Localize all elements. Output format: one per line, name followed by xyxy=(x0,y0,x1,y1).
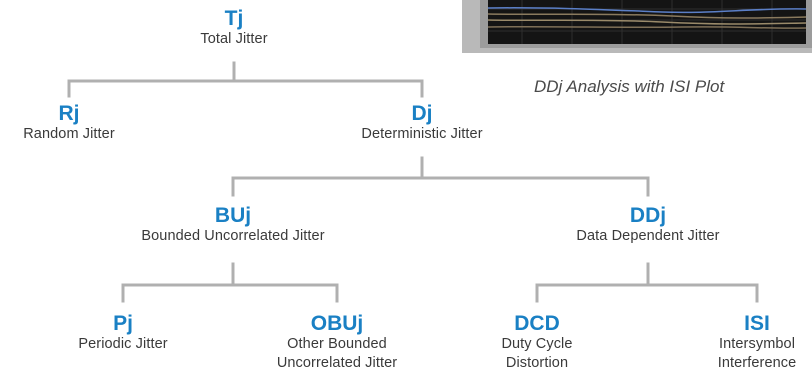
node-desc: Other Bounded Uncorrelated Jitter xyxy=(276,336,398,371)
node-desc: Deterministic Jitter xyxy=(361,126,483,142)
node-desc: Random Jitter xyxy=(23,126,115,142)
node-abbr: Dj xyxy=(411,102,433,125)
node-data-dependent-jitter: DDj Data Dependent Jitter xyxy=(576,205,719,246)
node-other-bounded-uncorrelated-jitter: OBUj Other Bounded Uncorrelated Jitter xyxy=(277,313,397,373)
node-duty-cycle-distortion: DCD Duty Cycle Distortion xyxy=(501,313,572,373)
node-desc: Intersymbol Interference xyxy=(717,336,797,371)
node-abbr: DDj xyxy=(629,204,667,227)
node-desc: Total Jitter xyxy=(200,31,268,47)
node-abbr: BUj xyxy=(214,204,252,227)
node-intersymbol-interference: ISI Intersymbol Interference xyxy=(718,313,797,373)
node-periodic-jitter: Pj Periodic Jitter xyxy=(78,313,167,354)
node-abbr: Pj xyxy=(113,312,133,335)
node-abbr: OBUj xyxy=(310,312,364,335)
node-desc: Data Dependent Jitter xyxy=(576,228,720,244)
node-desc: Bounded Uncorrelated Jitter xyxy=(141,228,325,244)
node-abbr: Rj xyxy=(58,102,80,125)
node-total-jitter: Tj Total Jitter xyxy=(200,8,267,49)
figure-caption: DDj Analysis with ISI Plot xyxy=(534,77,725,96)
node-bounded-uncorrelated-jitter: BUj Bounded Uncorrelated Jitter xyxy=(141,205,324,246)
node-abbr: DCD xyxy=(514,312,560,335)
node-random-jitter: Rj Random Jitter xyxy=(23,103,115,144)
node-abbr: Tj xyxy=(224,7,244,30)
isi-plot-thumbnail xyxy=(462,0,812,53)
node-abbr: ISI xyxy=(744,312,770,335)
node-deterministic-jitter: Dj Deterministic Jitter xyxy=(361,103,482,144)
node-desc: Periodic Jitter xyxy=(78,336,168,352)
node-desc: Duty Cycle Distortion xyxy=(501,336,573,371)
